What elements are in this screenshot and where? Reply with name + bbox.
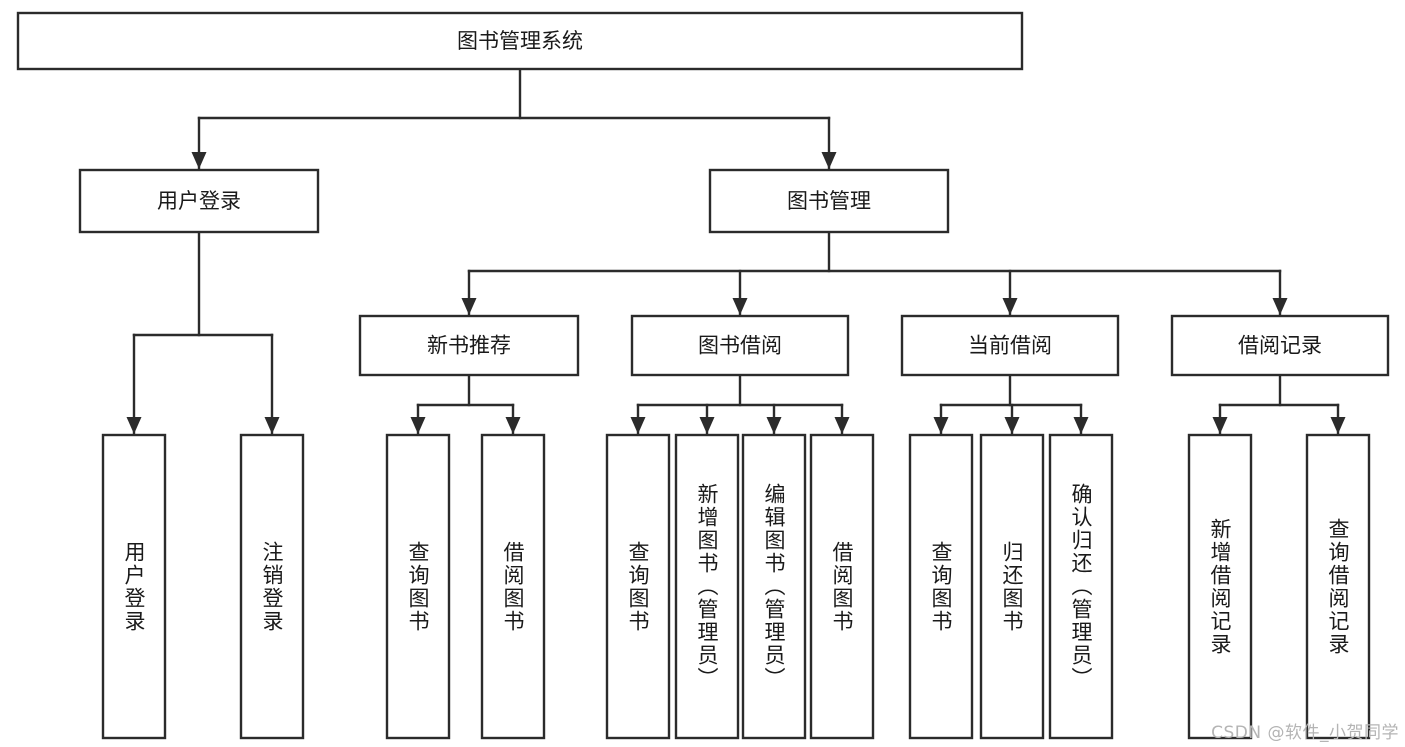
arrow-head-icon-leaf-query-book-3 bbox=[933, 417, 949, 434]
node-label-new-book-recommend: 新书推荐 bbox=[427, 334, 511, 358]
leaf-box-leaf-confirm-return[interactable] bbox=[1048, 433, 1114, 740]
arrow-head-icon-leaf-return-book bbox=[1004, 417, 1020, 434]
leaf-box-leaf-add-book[interactable] bbox=[674, 433, 740, 740]
arrow-head-icon-leaf-query-book-1 bbox=[410, 417, 426, 434]
node-box-current-borrow[interactable] bbox=[900, 314, 1120, 377]
node-box-borrow-record[interactable] bbox=[1170, 314, 1390, 377]
leaf-box-leaf-borrow-book-1[interactable] bbox=[480, 433, 546, 740]
leaf-box-leaf-query-book-3[interactable] bbox=[908, 433, 974, 740]
leaf-box-leaf-return-book[interactable] bbox=[979, 433, 1045, 740]
arrow-head-icon-leaf-user-login bbox=[126, 417, 142, 434]
node-box-book-borrow[interactable] bbox=[630, 314, 850, 377]
leaf-box-leaf-user-login[interactable] bbox=[101, 433, 167, 740]
arrow-head-icon-new-book-recommend bbox=[461, 298, 477, 315]
arrow-head-icon-leaf-confirm-return bbox=[1073, 417, 1089, 434]
node-label-borrow-record: 借阅记录 bbox=[1238, 334, 1322, 358]
node-label-root: 图书管理系统 bbox=[457, 29, 583, 53]
arrow-head-icon-leaf-borrow-book-2 bbox=[834, 417, 850, 434]
arrow-head-icon-leaf-query-book-2 bbox=[630, 417, 646, 434]
node-box-user-login[interactable] bbox=[78, 168, 320, 234]
arrow-head-icon-leaf-user-logout bbox=[264, 417, 280, 434]
arrow-head-icon-user-login bbox=[191, 152, 207, 169]
watermark: CSDN @软件_小贺同学 bbox=[1211, 723, 1399, 743]
node-label-user-login: 用户登录 bbox=[157, 189, 241, 213]
arrow-head-icon-book-borrow bbox=[732, 298, 748, 315]
leaf-box-leaf-add-record[interactable] bbox=[1187, 433, 1253, 740]
node-box-root[interactable] bbox=[16, 11, 1024, 71]
arrow-head-icon-current-borrow bbox=[1002, 298, 1018, 315]
leaf-box-leaf-query-book-1[interactable] bbox=[385, 433, 451, 740]
arrow-head-icon-leaf-add-book bbox=[699, 417, 715, 434]
arrow-head-icon-leaf-edit-book bbox=[766, 417, 782, 434]
node-box-book-manage[interactable] bbox=[708, 168, 950, 234]
node-label-current-borrow: 当前借阅 bbox=[968, 334, 1052, 358]
node-label-book-manage: 图书管理 bbox=[787, 189, 871, 213]
box-layer bbox=[16, 11, 1390, 740]
node-label-book-borrow: 图书借阅 bbox=[698, 334, 782, 358]
connector-layer bbox=[126, 67, 1346, 436]
arrow-head-icon-book-manage bbox=[821, 152, 837, 169]
arrow-head-icon-leaf-add-record bbox=[1212, 417, 1228, 434]
leaf-box-leaf-edit-book[interactable] bbox=[741, 433, 807, 740]
arrow-head-icon-leaf-borrow-book-1 bbox=[505, 417, 521, 434]
arrow-head-icon-borrow-record bbox=[1272, 298, 1288, 315]
leaf-box-leaf-query-book-2[interactable] bbox=[605, 433, 671, 740]
leaf-box-leaf-query-record[interactable] bbox=[1305, 433, 1371, 740]
leaf-box-leaf-borrow-book-2[interactable] bbox=[809, 433, 875, 740]
node-box-new-book-recommend[interactable] bbox=[358, 314, 580, 377]
arrow-head-icon-leaf-query-record bbox=[1330, 417, 1346, 434]
leaf-box-leaf-user-logout[interactable] bbox=[239, 433, 305, 740]
